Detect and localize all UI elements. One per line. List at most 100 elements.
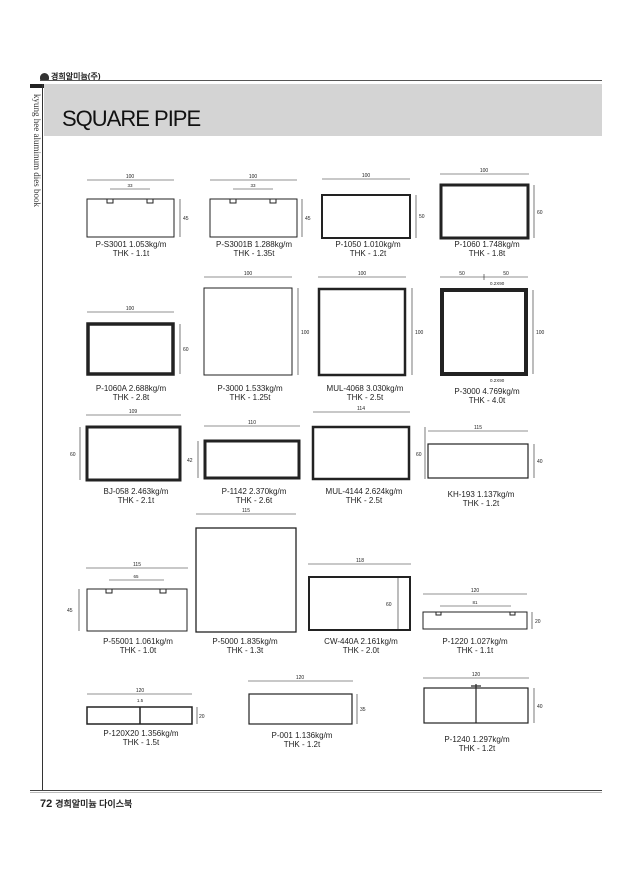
dim-slot: 81 bbox=[472, 600, 478, 605]
dim-slot: 65 bbox=[133, 574, 139, 579]
dim-mid: 1.5 bbox=[137, 698, 144, 703]
profile-code: P-S3001B 1.288kg/m bbox=[215, 240, 293, 249]
dim-height: 45 bbox=[67, 608, 73, 614]
profile-thickness: THK - 2.1t bbox=[117, 496, 155, 505]
profile-code: BJ-058 2.463kg/m bbox=[103, 487, 169, 496]
dim-width: 120 bbox=[472, 672, 481, 678]
dim-height: 40 bbox=[537, 704, 543, 710]
profile-drawing: 120 40 bbox=[423, 672, 543, 724]
spine-line bbox=[42, 84, 43, 790]
profile-code: P-1220 1.027kg/m bbox=[442, 637, 508, 646]
profile-code: P-1240 1.297kg/m bbox=[444, 735, 510, 744]
profile-thickness: THK - 2.8t bbox=[112, 393, 150, 402]
profile-code: P-120X20 1.356kg/m bbox=[103, 729, 179, 738]
footer-rule-light bbox=[30, 792, 602, 793]
dim-width: 100 bbox=[249, 174, 258, 180]
page-number: 72 bbox=[40, 798, 53, 810]
dim-height: 35 bbox=[360, 707, 366, 713]
dim-width: 100 bbox=[480, 168, 489, 174]
profile-code: P-1060A 2.688kg/m bbox=[95, 384, 167, 393]
company-logo-icon bbox=[40, 73, 49, 80]
profile-drawing: 109 60 bbox=[70, 409, 182, 482]
title-band bbox=[44, 84, 602, 136]
profile-code: P-1060 1.748kg/m bbox=[454, 240, 520, 249]
profile-code: P-1142 2.370kg/m bbox=[221, 487, 287, 496]
profile-thickness: THK - 1.2t bbox=[283, 740, 321, 749]
profile-drawing: 100 60 bbox=[86, 306, 189, 376]
dim-width: 120 bbox=[296, 675, 305, 681]
dim-height: 20 bbox=[535, 619, 541, 625]
profile-thickness: THK - 1.5t bbox=[122, 738, 160, 747]
dim-width: 100 bbox=[362, 173, 371, 179]
profile-drawing: 118 60 bbox=[308, 558, 411, 631]
profile-code: P-55001 1.061kg/m bbox=[103, 637, 173, 646]
profile-code: P-1050 1.010kg/m bbox=[335, 240, 401, 249]
dim-height: 60 bbox=[386, 602, 392, 608]
profile-drawing: 100 100 bbox=[203, 271, 310, 376]
dim-height: 45 bbox=[305, 216, 311, 222]
profile-thickness: THK - 2.6t bbox=[235, 496, 273, 505]
dim-width: 115 bbox=[133, 562, 141, 568]
dim-height: 20 bbox=[199, 714, 205, 720]
dim-height: 100 bbox=[301, 330, 310, 336]
dim-height: 100 bbox=[415, 330, 424, 336]
profile-code: KH-193 1.137kg/m bbox=[447, 490, 515, 499]
dim-height: 45 bbox=[183, 216, 189, 222]
dim-slot: 33 bbox=[250, 183, 256, 188]
dim-width: 115 bbox=[242, 508, 250, 514]
profile-drawing: 50 50 0.2X90 0.2X90 100 bbox=[440, 271, 545, 383]
header-rule bbox=[40, 80, 602, 81]
footer-title: 경희알미늄 다이스북 bbox=[55, 799, 133, 809]
profile-drawing: 115 bbox=[195, 508, 297, 633]
profile-thickness: THK - 1.2t bbox=[462, 499, 500, 508]
footer-rule bbox=[30, 790, 602, 791]
profile-thickness: THK - 2.5t bbox=[345, 496, 383, 505]
dim-width: 114 bbox=[357, 406, 365, 412]
corner-note-top: 0.2X90 bbox=[490, 281, 505, 286]
profile-drawing: 120 81 20 bbox=[422, 588, 541, 630]
dim-height: 42 bbox=[187, 458, 193, 464]
profile-drawing: 100 60 bbox=[439, 168, 543, 240]
spine-marker bbox=[30, 84, 44, 88]
profile-drawing: 100 50 bbox=[321, 173, 425, 239]
dim-width: 118 bbox=[356, 558, 364, 564]
dim-width: 100 bbox=[244, 271, 253, 277]
dim-height: 60 bbox=[416, 452, 422, 458]
dim-height: 100 bbox=[536, 330, 545, 336]
profile-thickness: THK - 2.5t bbox=[346, 393, 384, 402]
profile-thickness: THK - 1.25t bbox=[229, 393, 271, 402]
profile-thickness: THK - 1.2t bbox=[349, 249, 387, 258]
profile-thickness: THK - 1.0t bbox=[119, 646, 157, 655]
profile-thickness: THK - 1.3t bbox=[226, 646, 264, 655]
profile-thickness: THK - 1.1t bbox=[112, 249, 150, 258]
dim-width: 100 bbox=[126, 306, 135, 312]
profile-code: CW-440A 2.161kg/m bbox=[324, 637, 398, 646]
dim-slot: 33 bbox=[127, 183, 133, 188]
dim-width: 109 bbox=[129, 409, 138, 415]
dim-height: 40 bbox=[537, 459, 543, 465]
dim-height: 60 bbox=[183, 347, 189, 353]
profile-thickness: THK - 4.0t bbox=[468, 396, 506, 405]
profile-code: P-3000 1.533kg/m bbox=[217, 384, 283, 393]
profile-drawing: 115 40 bbox=[427, 425, 543, 479]
profile-code: P-S3001 1.053kg/m bbox=[95, 240, 167, 249]
profile-drawing: 120 35 bbox=[248, 675, 366, 725]
corner-note-bottom: 0.2X90 bbox=[490, 378, 505, 383]
dim-width: 100 bbox=[126, 174, 135, 180]
profile-thickness: THK - 1.1t bbox=[456, 646, 494, 655]
profile-code: P-001 1.136kg/m bbox=[271, 731, 333, 740]
dim-width-right: 50 bbox=[503, 271, 509, 277]
